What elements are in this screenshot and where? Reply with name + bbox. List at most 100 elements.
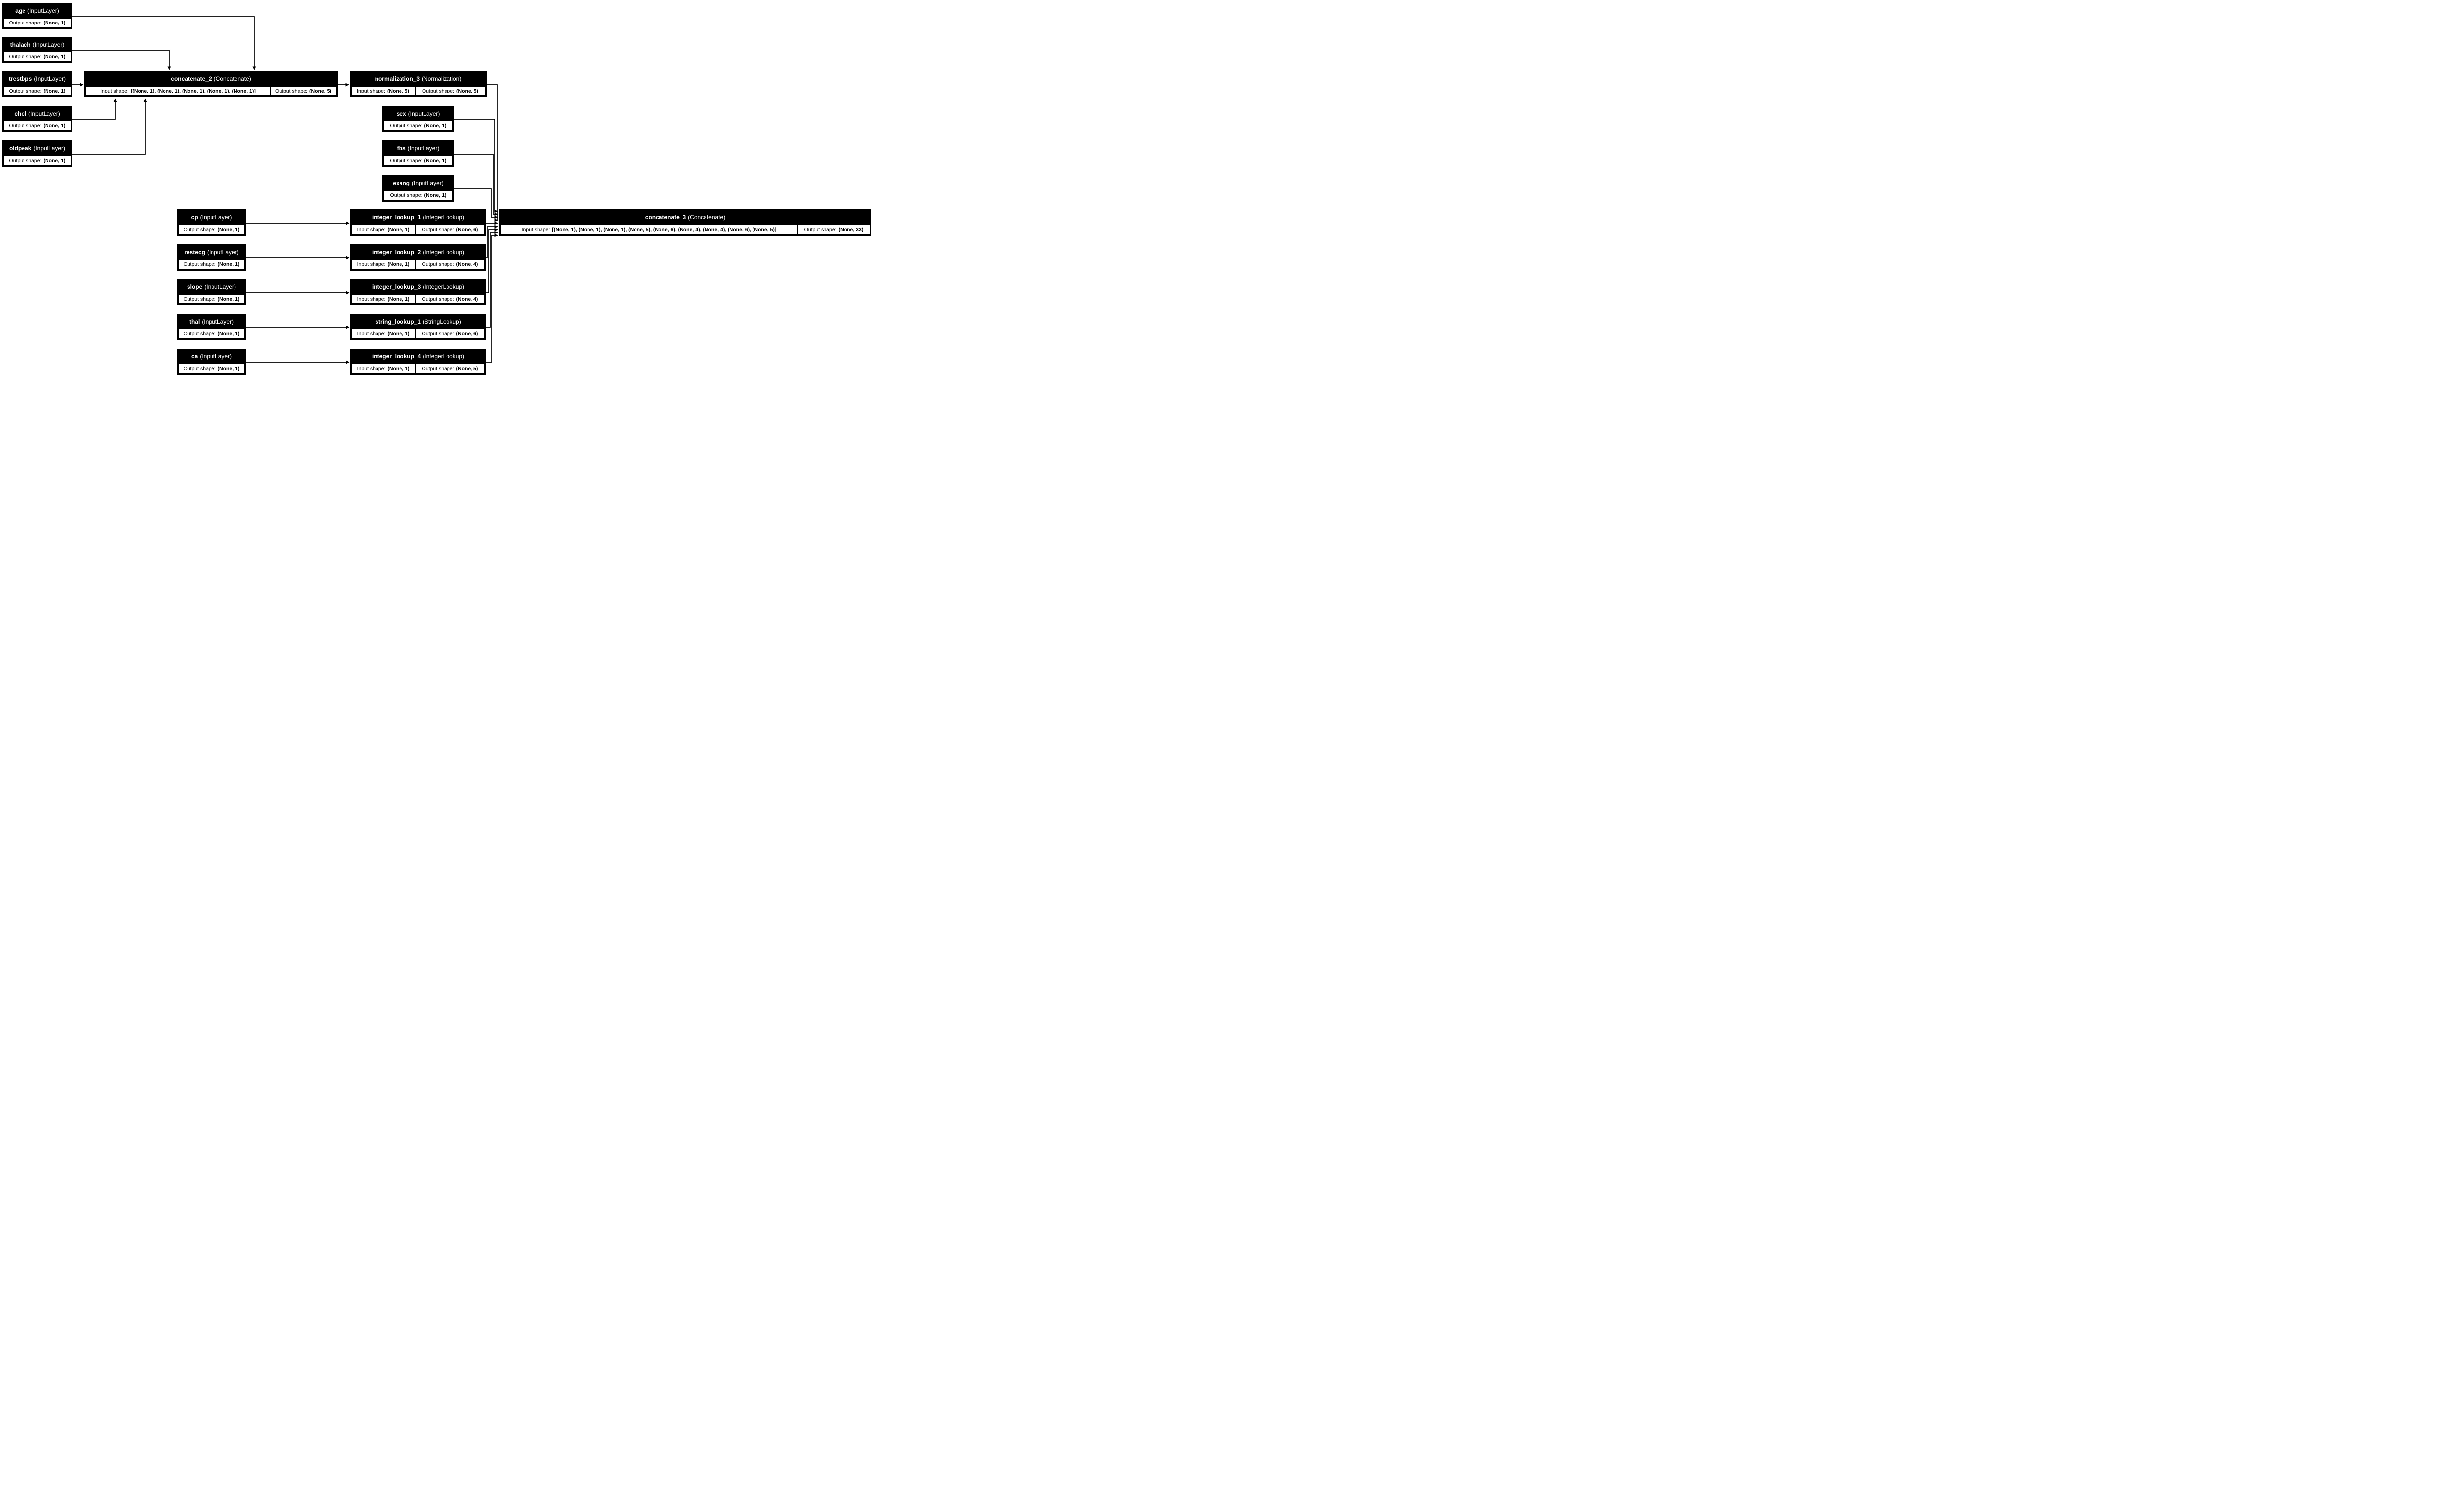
output-shape-cell: Output shape:(None, 5) [270, 86, 337, 96]
output-shape-cell: Output shape:(None, 5) [415, 363, 485, 374]
layer-type: (InputLayer) [207, 249, 239, 256]
layer-name: integer_lookup_1 [372, 214, 421, 221]
input-shape-cell: Input shape:(None, 1) [351, 294, 416, 304]
input-shape-cell: Input shape:(None, 1) [351, 328, 416, 339]
node-concatenate_2: concatenate_2 (Concatenate) Input shape:… [84, 71, 338, 97]
layer-type: (InputLayer) [202, 318, 234, 325]
layer-type: (InputLayer) [32, 41, 65, 48]
edge-normalization_3-concatenate_3 [486, 84, 498, 222]
layer-type: (Normalization) [422, 75, 462, 82]
node-integer_lookup_4-header: integer_lookup_4 (IntegerLookup) [351, 349, 485, 363]
node-string_lookup_1: string_lookup_1 (StringLookup) Input sha… [350, 314, 486, 340]
output-shape-cell: Output shape:(None, 1) [3, 120, 71, 131]
input-shape-cell: Input shape:(None, 1) [351, 363, 416, 374]
node-ca: ca (InputLayer) Output shape:(None, 1) [177, 349, 246, 375]
node-oldpeak: oldpeak (InputLayer) Output shape:(None,… [2, 140, 72, 167]
node-age-header: age (InputLayer) [3, 4, 71, 18]
output-shape-cell: Output shape:(None, 1) [3, 86, 71, 96]
node-slope-header: slope (InputLayer) [178, 280, 245, 294]
layer-name: exang [393, 180, 410, 186]
layer-name: sex [396, 110, 406, 117]
layer-name: thal [189, 318, 200, 325]
node-integer_lookup_1-header: integer_lookup_1 (IntegerLookup) [351, 210, 485, 224]
layer-type: (InputLayer) [33, 145, 66, 152]
node-concatenate_3: concatenate_3 (Concatenate) Input shape:… [499, 209, 871, 236]
output-shape-cell: Output shape:(None, 4) [415, 294, 485, 304]
edge-integer_lookup_3-concatenate_3 [486, 228, 498, 293]
output-shape-cell: Output shape:(None, 1) [383, 155, 453, 166]
output-shape-cell: Output shape:(None, 1) [178, 328, 245, 339]
layer-type: (InputLayer) [200, 353, 232, 360]
layer-type: (InputLayer) [411, 180, 444, 186]
output-shape-cell: Output shape:(None, 1) [178, 294, 245, 304]
layer-type: (InputLayer) [28, 110, 60, 117]
node-string_lookup_1-header: string_lookup_1 (StringLookup) [351, 315, 485, 328]
node-chol: chol (InputLayer) Output shape:(None, 1) [2, 106, 72, 132]
input-shape-cell: Input shape:(None, 1) [351, 224, 416, 235]
layer-name: normalization_3 [375, 75, 420, 82]
node-thal: thal (InputLayer) Output shape:(None, 1) [177, 314, 246, 340]
node-concatenate_3-header: concatenate_3 (Concatenate) [500, 210, 871, 224]
node-age: age (InputLayer) Output shape:(None, 1) [2, 3, 72, 29]
node-thalach-header: thalach (InputLayer) [3, 38, 71, 51]
layer-name: integer_lookup_2 [372, 249, 421, 256]
edge-exang-concatenate_3 [454, 188, 498, 219]
input-shape-cell: Input shape:(None, 1) [351, 259, 416, 270]
layer-type: (StringLookup) [422, 318, 461, 325]
layer-name: trestbps [8, 75, 32, 82]
input-shape-cell: Input shape:[(None, 1), (None, 1), (None… [500, 224, 798, 235]
layer-type: (InputLayer) [34, 75, 66, 82]
node-integer_lookup_2: integer_lookup_2 (IntegerLookup) Input s… [350, 244, 486, 271]
layer-name: concatenate_3 [645, 214, 686, 221]
layer-name: concatenate_2 [171, 75, 212, 82]
edge-age-concatenate_2 [72, 16, 256, 70]
output-shape-cell: Output shape:(None, 33) [797, 224, 871, 235]
layer-type: (InputLayer) [407, 145, 440, 152]
layer-name: string_lookup_1 [375, 318, 421, 325]
node-exang: exang (InputLayer) Output shape:(None, 1… [382, 175, 454, 202]
node-restecg: restecg (InputLayer) Output shape:(None,… [177, 244, 246, 271]
output-shape-cell: Output shape:(None, 1) [383, 120, 453, 131]
node-normalization_3-header: normalization_3 (Normalization) [351, 72, 486, 86]
edge-thalach-concatenate_2 [72, 50, 171, 70]
output-shape-cell: Output shape:(None, 1) [3, 18, 71, 28]
output-shape-cell: Output shape:(None, 1) [178, 363, 245, 374]
output-shape-cell: Output shape:(None, 1) [3, 155, 71, 166]
node-trestbps-header: trestbps (InputLayer) [3, 72, 71, 86]
layer-type: (Concatenate) [213, 75, 251, 82]
layer-name: integer_lookup_4 [372, 353, 421, 360]
node-exang-header: exang (InputLayer) [383, 176, 453, 190]
node-ca-header: ca (InputLayer) [178, 349, 245, 363]
edge-string_lookup_1-concatenate_3 [486, 231, 498, 328]
layer-type: (IntegerLookup) [423, 249, 465, 256]
output-shape-cell: Output shape:(None, 1) [178, 224, 245, 235]
model-diagram: age (InputLayer) Output shape:(None, 1) … [0, 0, 871, 378]
layer-type: (Concatenate) [688, 214, 726, 221]
node-chol-header: chol (InputLayer) [3, 107, 71, 120]
edge-integer_lookup_2-concatenate_3 [486, 225, 498, 258]
node-thal-header: thal (InputLayer) [178, 315, 245, 328]
node-integer_lookup_4: integer_lookup_4 (IntegerLookup) Input s… [350, 349, 486, 375]
output-shape-cell: Output shape:(None, 4) [415, 259, 485, 270]
layer-name: age [15, 7, 25, 14]
layer-name: fbs [397, 145, 406, 152]
layer-name: cp [191, 214, 198, 221]
edge-sex-concatenate_3 [454, 119, 498, 213]
output-shape-cell: Output shape:(None, 1) [178, 259, 245, 270]
layer-name: slope [187, 283, 203, 290]
node-concatenate_2-header: concatenate_2 (Concatenate) [85, 72, 337, 86]
layer-name: chol [14, 110, 26, 117]
node-sex: sex (InputLayer) Output shape:(None, 1) [382, 106, 454, 132]
layer-name: ca [191, 353, 198, 360]
layer-type: (InputLayer) [408, 110, 440, 117]
layer-type: (InputLayer) [204, 283, 236, 290]
output-shape-cell: Output shape:(None, 6) [415, 328, 485, 339]
node-fbs: fbs (InputLayer) Output shape:(None, 1) [382, 140, 454, 167]
edge-fbs-concatenate_3 [454, 154, 498, 216]
layer-type: (IntegerLookup) [423, 283, 465, 290]
node-trestbps: trestbps (InputLayer) Output shape:(None… [2, 71, 72, 97]
edge-layer [72, 16, 498, 364]
layer-type: (IntegerLookup) [423, 214, 465, 221]
node-normalization_3: normalization_3 (Normalization) Input sh… [350, 71, 487, 97]
output-shape-cell: Output shape:(None, 1) [383, 190, 453, 201]
